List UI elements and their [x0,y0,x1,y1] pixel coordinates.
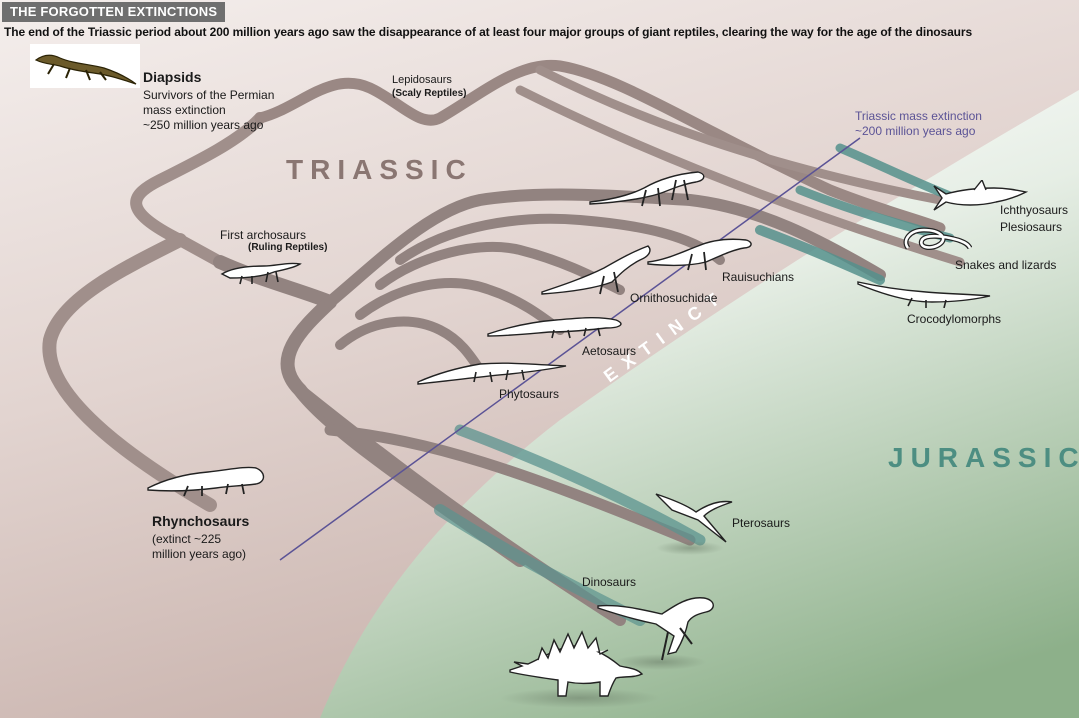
branch-lepidosaurs [254,59,946,234]
branch-lepido-upper [535,65,945,205]
diapsid-lizard-icon [30,44,140,88]
label-extinction-line1: Triassic mass extinction [855,109,982,123]
branch-snakes [515,85,965,267]
era-label-jurassic: JURASSIC [888,442,1079,473]
label-rhynchosaurs-line1: (extinct ~225 [152,532,222,546]
label-ichthyosaurs: Ichthyosaurs [1000,203,1069,217]
branch-diapsids [130,112,266,268]
label-phytosaurs: Phytosaurs [499,387,560,401]
ornithosuchid-icon [647,238,752,271]
label-crocodylomorphs: Crocodylomorphs [907,312,1002,326]
branch-rhynchosaurs [42,233,217,512]
label-rhynchosaurs-line2: million years ago) [152,547,247,561]
rhynchosaur-icon [147,466,265,497]
aetosaur-upright-icon [541,245,651,295]
era-label-triassic: TRIASSIC [286,154,473,185]
label-rauisuchians: Rauisuchians [722,270,795,284]
label-first-archosaurs-sub: (Ruling Reptiles) [248,242,328,253]
pterosaur-icon [655,493,733,543]
teal-plesiosaurs [795,185,955,243]
label-first-archosaurs: First archosaurs [220,228,307,242]
archosaur-icon [220,262,302,285]
rauisuchian-icon [589,171,705,207]
label-plesiosaurs: Plesiosaurs [1000,220,1063,234]
crocodile-icon [857,281,991,308]
phytosaur-icon [417,362,567,385]
ichthyosaur-icon [933,180,1028,211]
branch-crurotarsi [324,188,886,308]
aetosaur-icon [487,317,622,339]
label-dinosaurs: Dinosaurs [582,575,637,589]
label-ornithosuchidae: Ornithosuchidae [630,291,718,305]
label-diapsids: Diapsids [143,69,202,85]
label-aetosaurs: Aetosaurs [582,344,637,358]
label-diapsids-line2: mass extinction [143,103,226,117]
extinction-line [279,137,861,561]
label-rhynchosaurs: Rhynchosaurs [152,513,250,529]
label-extinction-line2: ~200 million years ago [855,124,976,138]
page-subtitle: The end of the Triassic period about 200… [4,25,973,39]
teal-crocodylomorphs [755,225,885,285]
branch-aetosaurs [355,278,565,335]
theropod-dinosaur-icon [597,597,714,661]
label-snakes-lizards: Snakes and lizards [955,258,1057,272]
stegosaur-icon [509,630,644,697]
branch-pterosaurs [324,424,696,546]
page-title: THE FORGOTTEN EXTINCTIONS [2,2,226,22]
label-diapsids-line1: Survivors of the Permian [143,88,275,102]
label-diapsids-line3: ~250 million years ago [143,118,264,132]
branch-phytosaurs [335,316,485,375]
label-lepidosaurs-sub: (Scaly Reptiles) [392,88,467,99]
snake-icon [903,227,972,250]
branch-archosaurs [213,255,337,309]
label-lepidosaurs: Lepidosaurs [392,74,452,86]
label-pterosaurs: Pterosaurs [732,516,791,530]
teal-pterosaurs [454,424,706,546]
branch-rauisuchians [395,213,725,265]
